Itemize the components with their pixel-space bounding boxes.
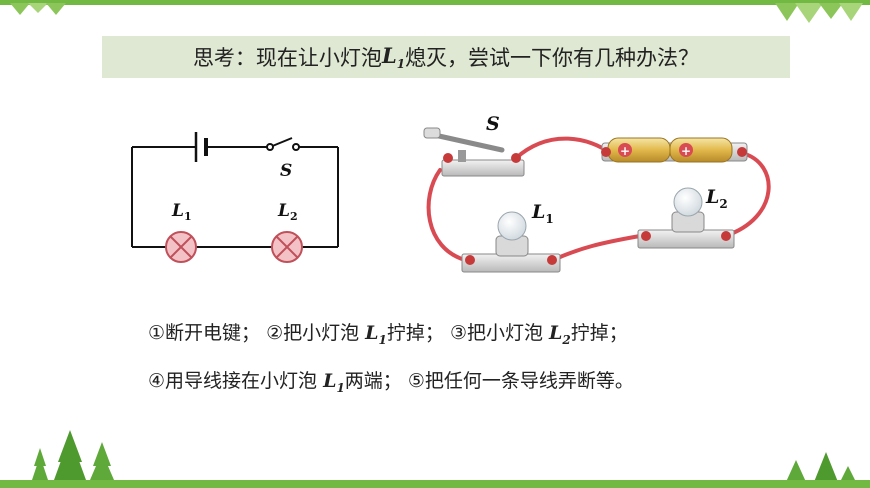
question-suffix: 熄灭，尝试一下你有几种办法？ xyxy=(405,46,700,70)
schematic-switch-label: S xyxy=(280,161,292,181)
physical-lamp1-label: L1 xyxy=(531,201,554,226)
answer-3-symbol: L2 xyxy=(549,322,571,347)
answer-4-symbol: L1 xyxy=(323,370,345,395)
tree-decoration-right-icon xyxy=(786,452,856,482)
question-symbol-letter: L xyxy=(381,42,397,68)
battery2-plus-sign: + xyxy=(681,144,691,158)
answer-line-2: ④用导线接在小灯泡 L1两端； ⑤把任何一条导线弄断等。 xyxy=(148,366,634,395)
answer-2-prefix: ②把小灯泡 xyxy=(266,322,366,344)
lamp-l1-symbol xyxy=(165,231,197,263)
schematic-lamp2-label: L2 xyxy=(277,201,298,223)
wire-l2-to-l1 xyxy=(551,234,642,262)
physical-lamp2-label: L2 xyxy=(705,186,728,211)
physical-switch xyxy=(423,127,525,177)
battery1-plus-sign: + xyxy=(620,144,630,158)
question-prefix: 思考：现在让小灯泡 xyxy=(192,46,382,70)
physical-battery: + + xyxy=(601,137,748,163)
answer-line-1: ①断开电键； ②把小灯泡 L1拧掉； ③把小灯泡 L2拧掉； xyxy=(148,318,628,347)
lamp-l2-symbol xyxy=(271,231,303,263)
schematic-circuit: S L1 L2 xyxy=(131,132,339,263)
wire-l1-to-switch xyxy=(426,168,467,262)
schematic-lamp1-label: L1 xyxy=(171,201,192,223)
physical-switch-label: S xyxy=(486,113,500,135)
tree-decoration-left-icon xyxy=(32,430,114,480)
answer-2-symbol: L1 xyxy=(365,322,387,347)
question-symbol-sub: 1 xyxy=(396,57,406,72)
answer-3-suffix: 拧掉； xyxy=(570,322,628,344)
physical-lamp-l1 xyxy=(461,211,561,273)
physical-lamp-l2 xyxy=(637,187,735,249)
answer-1: ①断开电键； xyxy=(148,322,261,344)
wire-battery-to-l2 xyxy=(723,151,771,238)
answer-5: ⑤把任何一条导线弄断等。 xyxy=(407,370,634,392)
answer-4-suffix: 两端； xyxy=(344,370,402,392)
switch-contact-left xyxy=(266,143,274,151)
answer-4-prefix: ④用导线接在小灯泡 xyxy=(148,370,324,392)
top-accent-bar xyxy=(0,0,870,5)
physical-circuit: + + S L1 L2 xyxy=(423,113,771,273)
switch-contact-right xyxy=(292,143,300,151)
wire-switch-to-battery xyxy=(514,136,612,160)
question-symbol: L1 xyxy=(382,43,405,71)
answer-2-suffix: 拧掉； xyxy=(386,322,444,344)
bottom-accent-bar xyxy=(0,480,870,488)
leaf-decoration-left-icon xyxy=(10,3,66,15)
answer-3-prefix: ③把小灯泡 xyxy=(449,322,550,344)
leaf-decoration-right-icon xyxy=(775,3,863,23)
